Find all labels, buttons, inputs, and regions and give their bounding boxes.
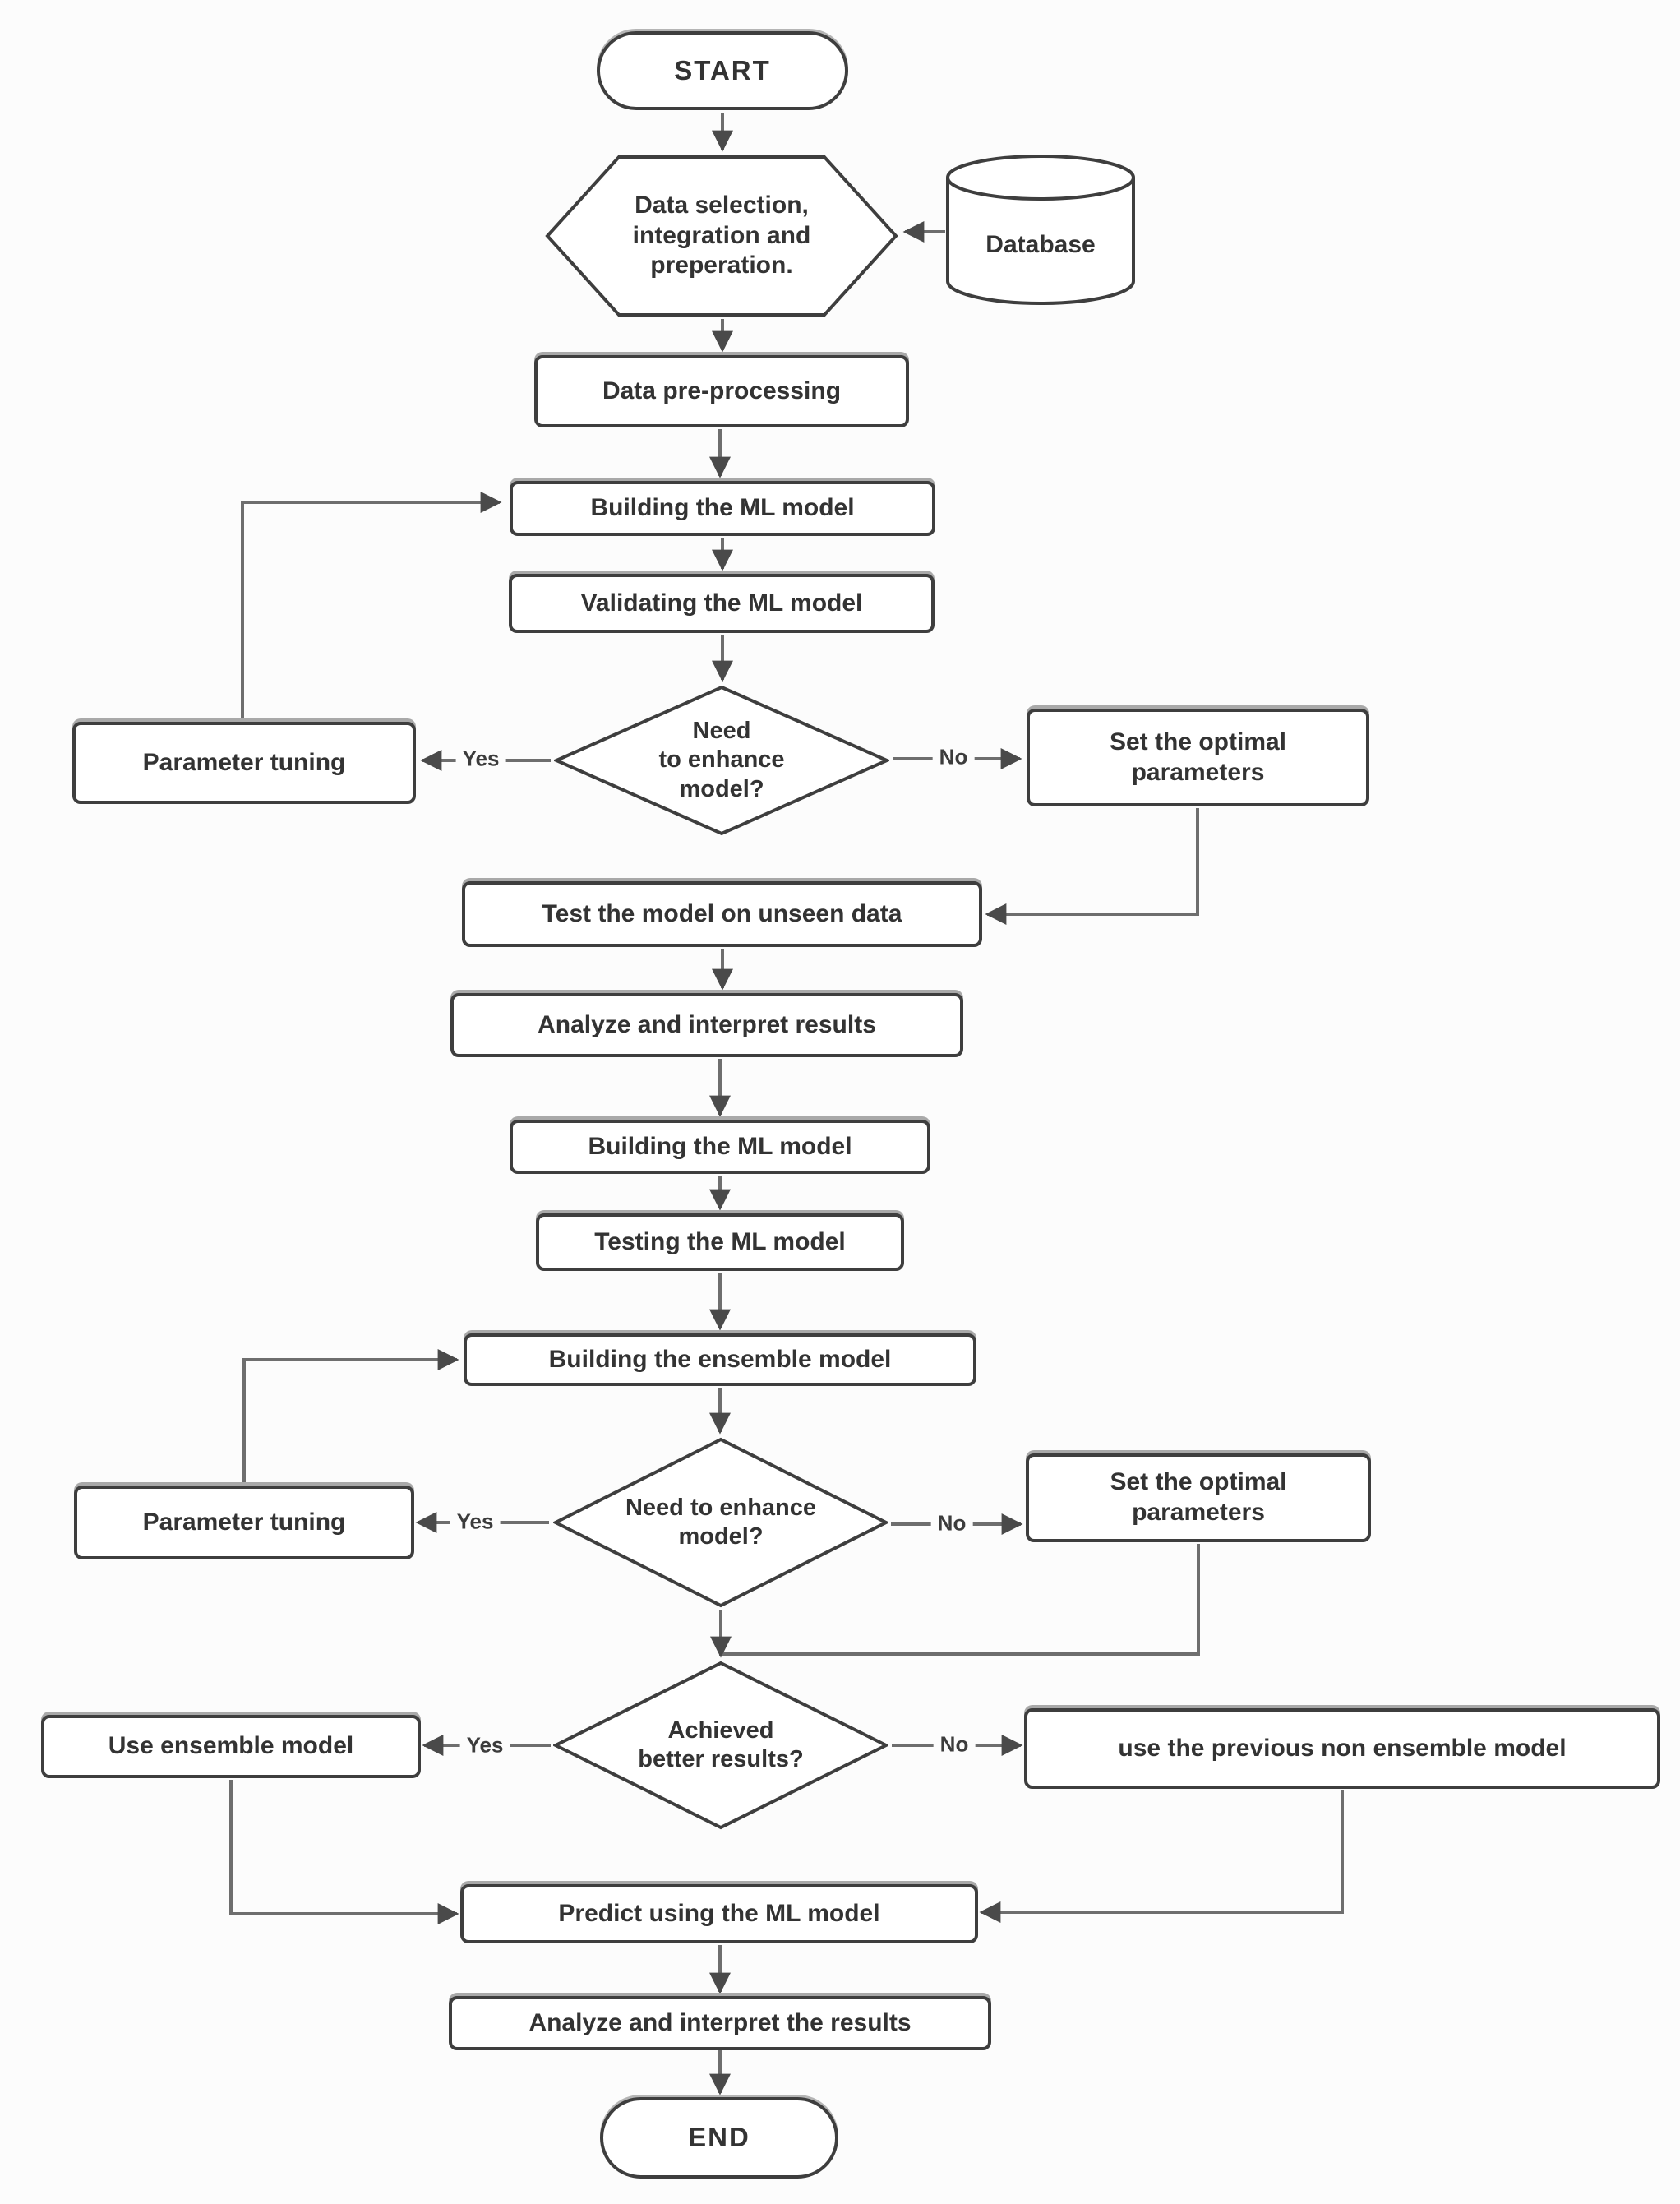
edge-tuning1-to-building1-loop — [241, 492, 502, 720]
diamond-shape — [554, 685, 889, 836]
edge-useprevious-to-predict — [979, 1790, 1344, 1923]
edge-label-no-3: No — [933, 1731, 976, 1758]
start-terminal: START — [597, 31, 848, 110]
edge-tuning2-to-ensemble-loop — [242, 1349, 459, 1484]
data-selection-label: Data selection, integration and preperat… — [632, 192, 811, 280]
start-label: START — [674, 54, 771, 85]
predict-using-ml-model-box: Predict using the ML model — [460, 1884, 978, 1943]
hexagon-shape — [545, 155, 898, 317]
set-optimal-parameters-1-box: Set the optimal parameters — [1027, 709, 1369, 806]
analyze-interpret-results-2-label: Analyze and interpret the results — [528, 2008, 912, 2036]
decision-need-enhance-2-label: Need to enhance model? — [625, 1494, 817, 1550]
building-ml-model-1-label: Building the ML model — [590, 494, 855, 522]
analyze-interpret-results-1-label: Analyze and interpret results — [538, 1010, 876, 1038]
data-selection-hexagon: Data selection, integration and preperat… — [545, 155, 898, 317]
set-optimal-parameters-2-label: Set the optimal parameters — [1110, 1468, 1287, 1526]
parameter-tuning-1-label: Parameter tuning — [142, 748, 346, 776]
decision-achieved-better-results-label: Achieved better results? — [638, 1717, 804, 1772]
decision-need-enhance-1: Need to enhance model? — [554, 685, 889, 836]
parameter-tuning-2-label: Parameter tuning — [142, 1508, 346, 1536]
building-ml-model-2-box: Building the ML model — [510, 1120, 930, 1174]
building-ensemble-model-label: Building the ensemble model — [548, 1345, 892, 1373]
diamond-shape — [553, 1437, 888, 1608]
predict-using-ml-model-label: Predict using the ML model — [558, 1899, 880, 1927]
cylinder-shape — [946, 155, 1135, 306]
building-ensemble-model-box: Building the ensemble model — [464, 1333, 976, 1386]
test-model-unseen-data-box: Test the model on unseen data — [462, 881, 982, 947]
data-preprocessing-label: Data pre-processing — [602, 377, 842, 404]
parameter-tuning-1-box: Parameter tuning — [72, 722, 416, 804]
edge-label-no-1: No — [932, 744, 975, 770]
test-model-unseen-data-label: Test the model on unseen data — [542, 899, 902, 927]
edge-label-no-2: No — [930, 1510, 973, 1536]
building-ml-model-1-box: Building the ML model — [510, 481, 935, 536]
use-ensemble-model-label: Use ensemble model — [108, 1732, 354, 1760]
analyze-interpret-results-1-box: Analyze and interpret results — [450, 993, 963, 1057]
edge-setoptimal1-to-test — [985, 808, 1199, 925]
set-optimal-parameters-1-label: Set the optimal parameters — [1109, 728, 1287, 786]
database-label: Database — [985, 230, 1096, 258]
analyze-interpret-results-2-box: Analyze and interpret the results — [449, 1996, 991, 2050]
end-terminal: END — [600, 2097, 838, 2179]
edge-label-yes-1: Yes — [455, 746, 506, 772]
use-previous-non-ensemble-label: use the previous non ensemble model — [1118, 1734, 1567, 1762]
edge-label-yes-3: Yes — [459, 1732, 510, 1758]
decision-achieved-better-results: Achieved better results? — [553, 1661, 888, 1830]
decision-need-enhance-1-label: Need to enhance model? — [658, 717, 785, 802]
edge-label-yes-2: Yes — [450, 1509, 501, 1535]
edge-useensemble-to-predict — [229, 1780, 459, 1924]
testing-ml-model-box: Testing the ML model — [536, 1213, 904, 1271]
decision-need-enhance-2: Need to enhance model? — [553, 1437, 888, 1608]
testing-ml-model-label: Testing the ML model — [594, 1227, 846, 1255]
edge-setoptimal2-elbow — [721, 1544, 1200, 1656]
diamond-shape — [553, 1661, 888, 1830]
use-ensemble-model-box: Use ensemble model — [41, 1715, 421, 1778]
validating-ml-model-label: Validating the ML model — [580, 589, 863, 617]
use-previous-non-ensemble-box: use the previous non ensemble model — [1024, 1708, 1660, 1789]
parameter-tuning-2-box: Parameter tuning — [74, 1486, 414, 1559]
end-label: END — [688, 2122, 750, 2153]
data-preprocessing-box: Data pre-processing — [534, 355, 909, 427]
building-ml-model-2-label: Building the ML model — [588, 1132, 852, 1160]
set-optimal-parameters-2-box: Set the optimal parameters — [1026, 1453, 1371, 1542]
validating-ml-model-box: Validating the ML model — [509, 574, 935, 633]
database-cylinder: Database — [945, 153, 1136, 306]
